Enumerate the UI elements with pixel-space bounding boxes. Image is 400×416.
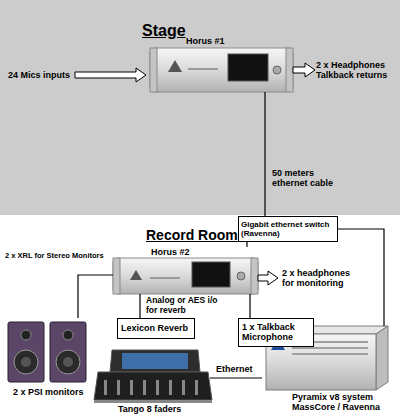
connection-label: Analog or AES i/o for reverb xyxy=(146,296,226,316)
node-label: Tango 8 faders xyxy=(118,404,208,414)
node-label: 2 x PSI monitors xyxy=(13,387,93,397)
console-fader xyxy=(156,380,159,395)
device-logo xyxy=(168,60,182,72)
console-base xyxy=(94,372,212,400)
recording-system: Pyramix v8 system MassCore / Ravenna xyxy=(262,326,392,416)
speaker-woofer xyxy=(14,350,38,374)
studio-monitors: 2 x PSI monitors xyxy=(3,318,95,416)
device-knob xyxy=(237,272,245,280)
rack-ear xyxy=(251,258,258,294)
node-label: Stage xyxy=(142,22,186,40)
audio-interface: Horus #2 xyxy=(113,247,258,294)
device-body xyxy=(113,258,258,294)
case-vent xyxy=(292,347,368,349)
console-edge xyxy=(94,400,212,403)
record-room-area: Record RoomGigabit ethernet switch (Rave… xyxy=(0,215,400,416)
speaker-woofer xyxy=(56,350,80,374)
node-label: Lexicon Reverb xyxy=(121,323,193,333)
speaker-tweeter xyxy=(21,330,31,340)
device-logo xyxy=(130,270,142,280)
speaker-cabinet xyxy=(8,322,44,382)
microphone-box: 1 x Talkback Microphone xyxy=(238,318,314,347)
network-switch: Gigabit ethernet switch (Ravenna) xyxy=(238,216,338,242)
connection-label: Ethernet xyxy=(216,364,253,374)
horus-unit xyxy=(113,258,258,294)
speaker-cone xyxy=(21,357,31,367)
node-label: Horus #2 xyxy=(151,247,190,257)
console-screen xyxy=(122,353,188,369)
signal-label: 2 x Headphones Talkback returns xyxy=(316,60,398,81)
rack-ear xyxy=(150,48,157,92)
panel-detail xyxy=(188,68,218,70)
signal-label: 24 Mics inputs xyxy=(8,70,70,80)
node-label: Horus #1 xyxy=(186,36,225,46)
connection-label: 50 meters ethernet cable xyxy=(272,168,342,189)
speaker-tweeter xyxy=(63,330,73,340)
device-body xyxy=(150,48,293,92)
connection-label: 2 x XRL for Stereo Monitors xyxy=(5,252,104,261)
node-label: Gigabit ethernet switch (Ravenna) xyxy=(241,220,335,238)
speaker-cabinet xyxy=(50,322,86,382)
audio-interface: Horus #1 xyxy=(150,36,293,92)
console-fader xyxy=(117,380,120,395)
mixing-console: Tango 8 faders xyxy=(92,347,210,416)
panel-detail xyxy=(150,277,180,279)
case-side xyxy=(376,326,388,390)
console-fader xyxy=(104,380,107,395)
console-fader xyxy=(130,380,133,395)
speaker-cone xyxy=(63,357,73,367)
console-fader xyxy=(195,380,198,395)
node-label: Record Room xyxy=(146,227,238,243)
console-top xyxy=(110,350,200,372)
horus-unit xyxy=(150,48,293,92)
console-fader xyxy=(143,380,146,395)
node-label: 1 x Talkback Microphone xyxy=(242,322,312,343)
device-screen xyxy=(228,54,268,81)
console-fader xyxy=(169,380,172,395)
rack-ear xyxy=(113,258,120,294)
device-screen xyxy=(192,262,230,287)
node-label: Pyramix v8 system MassCore / Ravenna xyxy=(292,392,384,413)
case-vent xyxy=(292,353,368,355)
rack-ear xyxy=(286,48,293,92)
device-knob xyxy=(273,66,281,74)
signal-label: 2 x headphones for monitoring xyxy=(282,268,360,289)
reverb-unit: Lexicon Reverb xyxy=(117,318,195,339)
console-fader xyxy=(182,380,185,395)
stage-area: StageHorus #1 xyxy=(0,0,400,215)
console-illustration xyxy=(94,350,212,403)
